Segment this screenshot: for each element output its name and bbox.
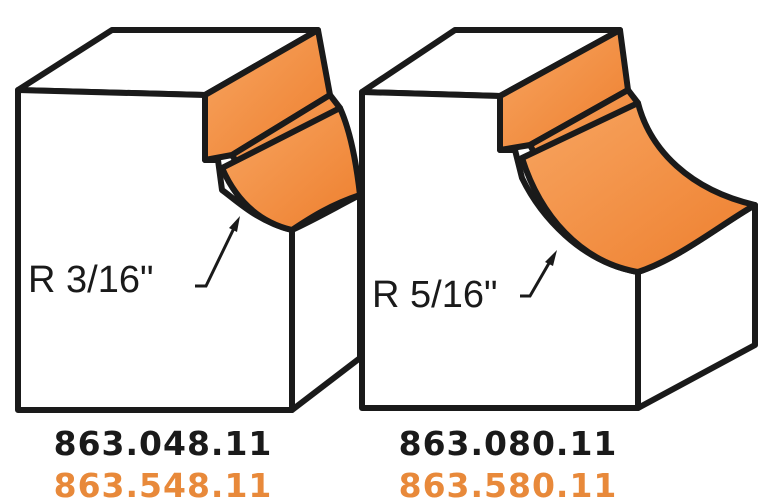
radius-leader-left bbox=[195, 223, 238, 288]
profile-block-left bbox=[15, 27, 363, 413]
profile-cove bbox=[519, 100, 758, 275]
radius-label-left: R 3/16" bbox=[28, 259, 153, 301]
block-side-face bbox=[289, 192, 363, 413]
product-code-secondary-left: 863.548.11 bbox=[54, 466, 273, 503]
radius-arrowhead-right bbox=[545, 250, 557, 266]
product-code-primary-right: 863.080.11 bbox=[399, 424, 618, 463]
profile-block-right bbox=[359, 27, 758, 411]
product-code-primary-left: 863.048.11 bbox=[54, 424, 273, 463]
radius-label-right: R 5/16" bbox=[372, 274, 497, 316]
profile-cove bbox=[219, 105, 363, 233]
radius-arrowhead-left bbox=[229, 216, 240, 232]
radius-leader-right bbox=[520, 257, 554, 298]
product-code-secondary-right: 863.580.11 bbox=[399, 466, 618, 503]
